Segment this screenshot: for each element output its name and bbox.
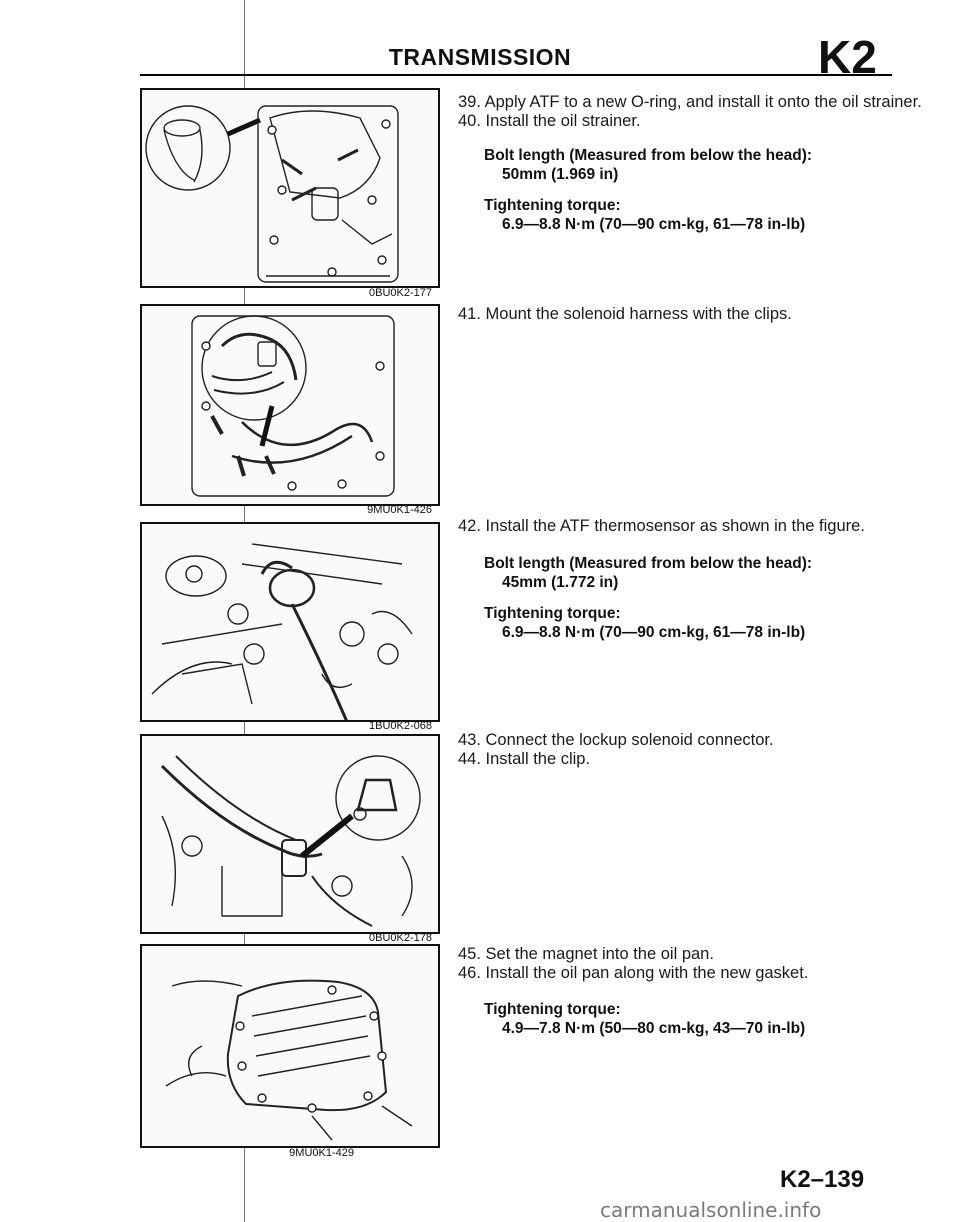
header-rule [140,74,892,76]
step-46: 46. Install the oil pan along with the n… [458,964,809,982]
figure-lockup-connector [140,734,440,934]
oil-pan-illustration [165,979,413,1141]
figure-oil-pan [140,944,440,1148]
spec-label: Bolt length (Measured from below the hea… [484,555,813,572]
step-43: 43. Connect the lockup solenoid connecto… [458,731,774,749]
step-45: 45. Set the magnet into the oil pan. [458,945,714,963]
figure-code: 0BU0K2-177 [369,287,432,299]
figure-code: 9MU0K1-426 [367,504,432,516]
spec-value: 6.9—8.8 N·m (70—90 cm-kg, 61—78 in-lb) [502,624,806,641]
spec-label: Bolt length (Measured from below the hea… [484,147,813,164]
spec-value: 50mm (1.969 in) [502,166,619,183]
figure-solenoid-harness [140,304,440,506]
spec-tightening-torque: Tightening torque: 6.9—8.8 N·m (70—90 cm… [484,196,805,234]
spec-bolt-length: Bolt length (Measured from below the hea… [484,146,812,184]
spec-tightening-torque: Tightening torque: 6.9—8.8 N·m (70—90 cm… [484,604,805,642]
step-39: 39. Apply ATF to a new O-ring, and insta… [458,93,922,111]
page-title: TRANSMISSION [388,44,572,70]
spec-bolt-length: Bolt length (Measured from below the hea… [484,554,812,592]
step-42: 42. Install the ATF thermosensor as show… [458,517,865,535]
spec-label: Tightening torque: [484,605,621,622]
step-40: 40. Install the oil strainer. [458,112,641,130]
figure-code: 9MU0K1-429 [289,1147,354,1159]
solenoid-harness-illustration [191,315,395,497]
watermark-link[interactable]: carmanualsonline.info [600,1198,822,1222]
spec-value: 45mm (1.772 in) [502,574,619,591]
figure-code: 0BU0K2-178 [369,932,432,944]
atf-thermosensor-illustration [151,543,413,720]
spec-label: Tightening torque: [484,197,621,214]
spec-label: Tightening torque: [484,1001,621,1018]
step-41: 41. Mount the solenoid harness with the … [458,305,792,323]
lockup-connector-illustration [160,755,421,927]
page-number: K2–139 [780,1166,865,1193]
figure-code: 1BU0K2-068 [369,720,432,732]
step-44: 44. Install the clip. [458,750,591,768]
figure-atf-thermosensor [140,522,440,722]
figure-oil-strainer [140,88,440,288]
spec-value: 4.9—7.8 N·m (50—80 cm-kg, 43—70 in-lb) [502,1020,806,1037]
spec-tightening-torque: Tightening torque: 4.9—7.8 N·m (50—80 cm… [484,1000,805,1038]
oil-strainer-illustration [145,105,399,283]
spec-value: 6.9—8.8 N·m (70—90 cm-kg, 61—78 in-lb) [502,216,806,233]
